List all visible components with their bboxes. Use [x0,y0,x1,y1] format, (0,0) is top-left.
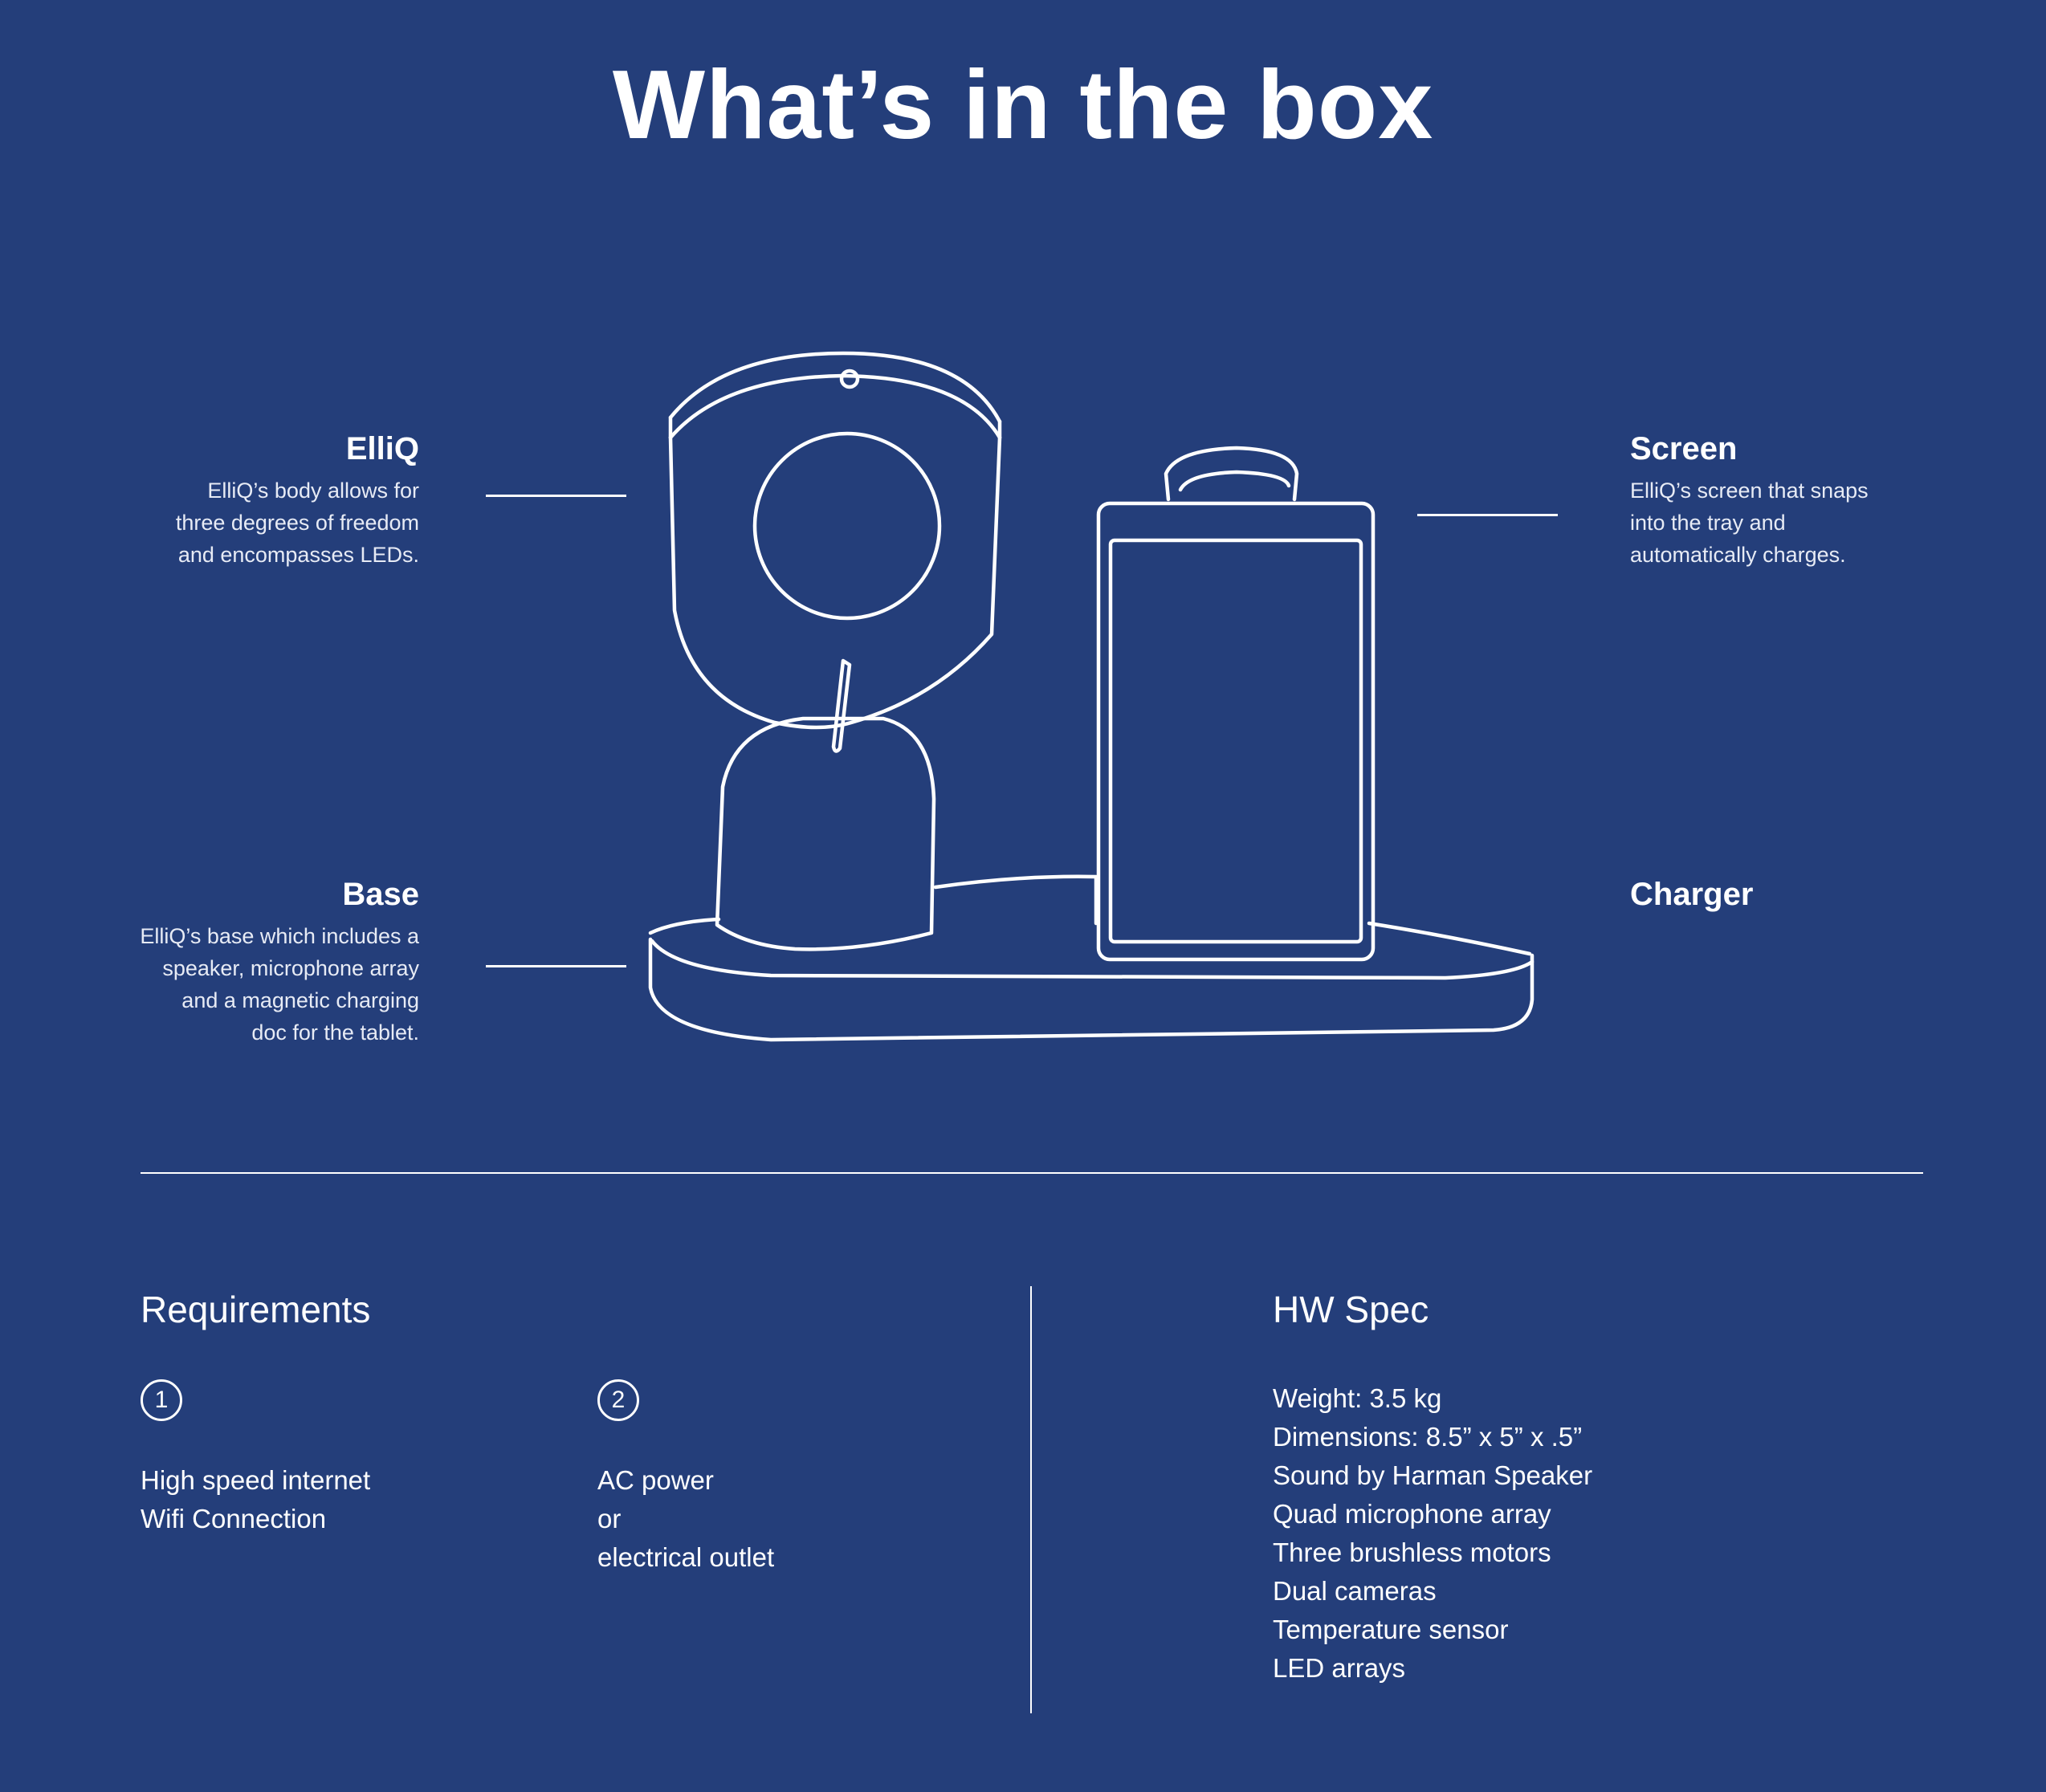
elliq-head-outline [668,351,1002,753]
callout-base-line: speaker, microphone array [162,956,419,980]
callout-screen: Screen ElliQ’s screen that snaps into th… [1630,430,2032,571]
hw-spec-list: Weight: 3.5 kg Dimensions: 8.5” x 5” x .… [1273,1379,1915,1688]
product-illustration [648,351,1534,1042]
callout-screen-line: automatically charges. [1630,543,1846,567]
requirement-line: electrical outlet [597,1542,775,1572]
spec-item: Temperature sensor [1273,1615,1509,1644]
number-2-icon: 2 [597,1379,639,1421]
leader-line-base [486,965,626,967]
callout-screen-line: ElliQ’s screen that snaps [1630,479,1869,503]
spec-item: Three brushless motors [1273,1537,1551,1567]
callout-base: Base ElliQ’s base which includes a speak… [18,875,419,1049]
requirement-item: 1 High speed internet Wifi Connection [141,1379,542,1538]
callout-base-line: doc for the tablet. [251,1020,419,1045]
spec-item: Dimensions: 8.5” x 5” x .5” [1273,1422,1583,1452]
requirements-title: Requirements [141,1289,371,1330]
leader-line-screen [1417,514,1558,516]
callout-screen-line: into the tray and [1630,511,1786,535]
column-divider [1030,1286,1032,1713]
base-outline [715,716,936,951]
callout-charger-title: Charger [1630,877,1754,912]
leader-line-elliq [486,495,626,497]
callout-elliq-line: ElliQ’s body allows for [207,479,419,503]
requirement-line: AC power [597,1465,714,1495]
callout-base-line: ElliQ’s base which includes a [140,924,419,948]
hw-spec-title: HW Spec [1273,1289,1429,1330]
callout-screen-title: Screen [1630,431,1738,466]
charger-tray-outline [648,874,1534,1042]
callout-base-title: Base [342,877,419,912]
spec-item: Sound by Harman Speaker [1273,1460,1593,1490]
requirement-line: High speed internet [141,1465,371,1495]
number-1-icon: 1 [141,1379,182,1421]
spec-item: Weight: 3.5 kg [1273,1383,1442,1413]
requirement-line: Wifi Connection [141,1504,327,1533]
callout-elliq-line: three degrees of freedom [175,511,419,535]
callout-elliq-title: ElliQ [345,431,419,466]
page-title: What’s in the box [612,50,1434,159]
screen-outline [1096,446,1376,962]
spec-item: Dual cameras [1273,1576,1437,1606]
callout-base-line: and a magnetic charging [181,988,419,1012]
spec-item: LED arrays [1273,1653,1406,1683]
callout-charger: Charger [1630,875,2032,920]
section-divider [141,1172,1923,1174]
requirement-item: 2 AC power or electrical outlet [597,1379,999,1577]
requirement-line: or [597,1504,622,1533]
callout-elliq: ElliQ ElliQ’s body allows for three degr… [18,430,419,571]
callout-elliq-line: and encompasses LEDs. [177,543,419,567]
spec-item: Quad microphone array [1273,1499,1551,1529]
